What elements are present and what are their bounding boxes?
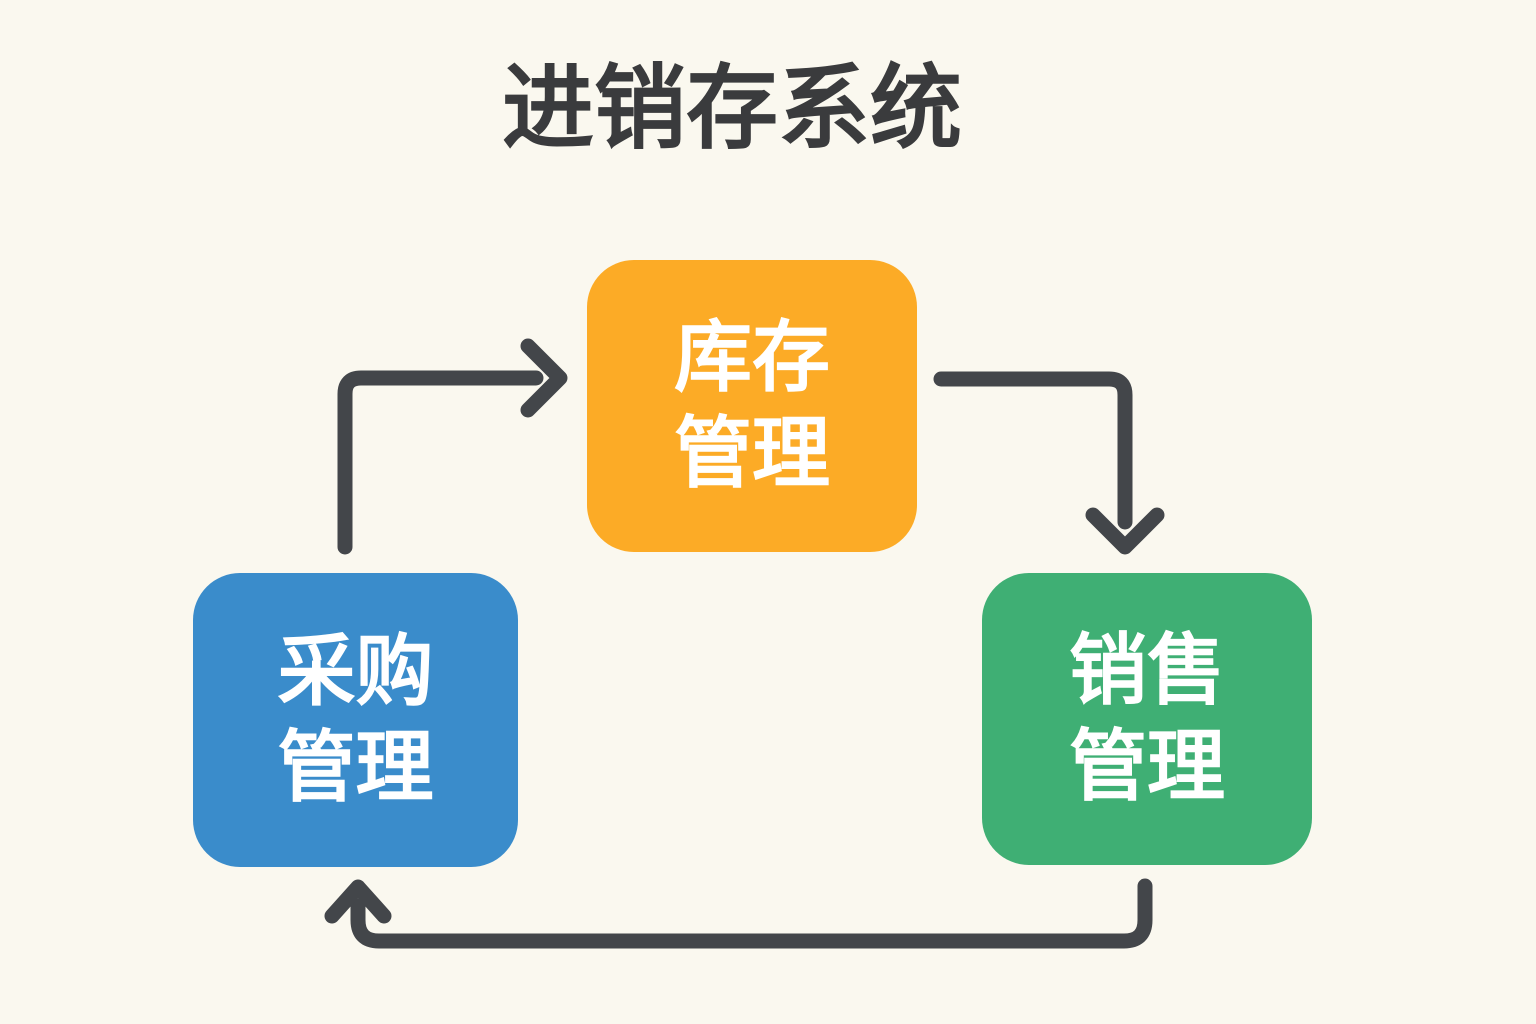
arrow-line [933,371,1133,530]
arrowhead-down-icon [1085,507,1165,555]
node-label-line: 管理 [673,409,830,499]
arrow-line [337,370,544,555]
arrow-purchase-to-inventory [337,338,568,555]
arrowhead-right-icon [520,338,568,418]
page-title: 进销存系统 [501,55,962,162]
node-label-line: 采购 [277,627,434,717]
arrow-line [350,878,1153,949]
node-label-line: 销售 [1068,626,1225,716]
node-label-line: 管理 [277,723,434,813]
node-inventory-management: 库存 管理 [587,260,917,552]
node-label-line: 库存 [673,313,830,403]
node-sales-management: 销售 管理 [982,573,1312,865]
node-purchase-management: 采购 管理 [193,573,518,867]
arrow-sales-to-purchase [324,878,1153,949]
node-label-line: 管理 [1068,722,1225,812]
arrowhead-up-icon [324,879,392,924]
arrow-inventory-to-sales [933,371,1165,555]
